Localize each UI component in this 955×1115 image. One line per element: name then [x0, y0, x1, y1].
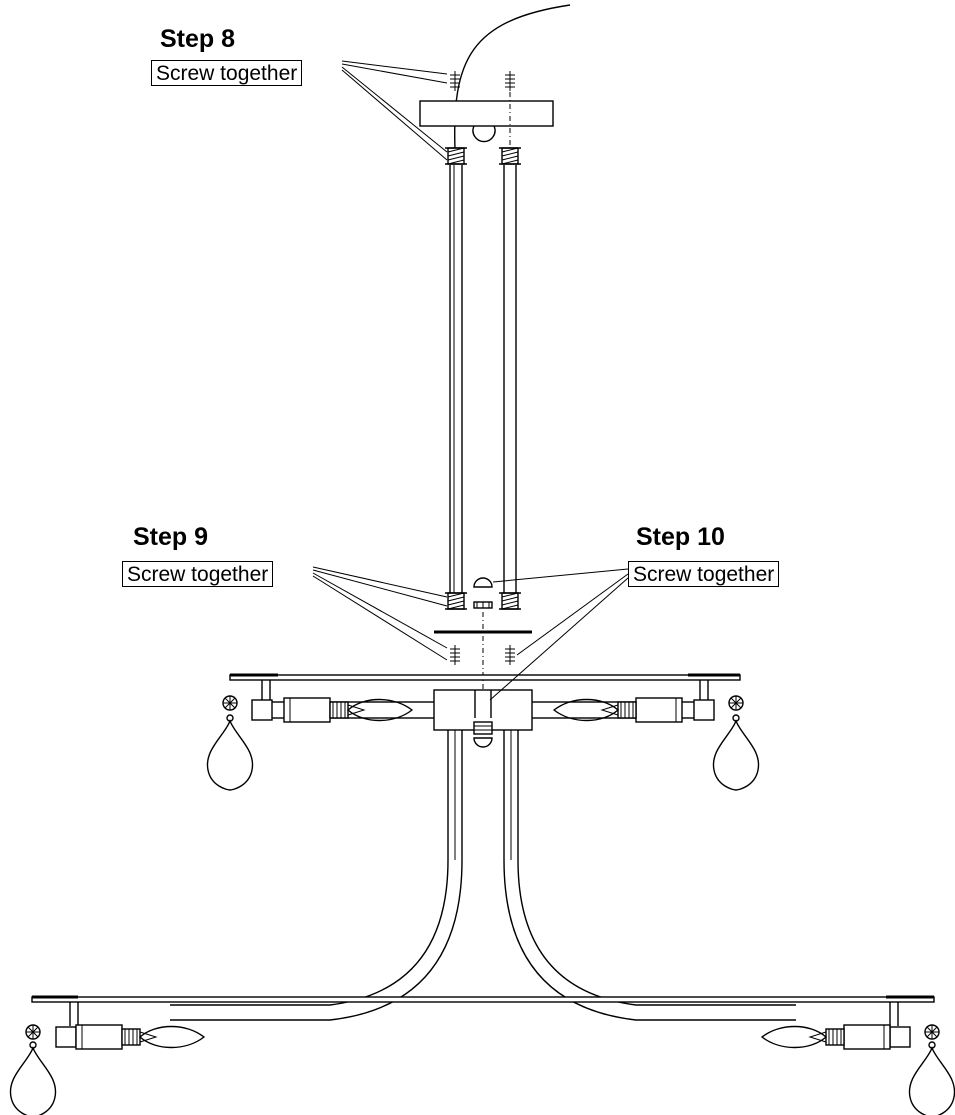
step-10-title: Step 10	[636, 523, 725, 551]
step-9-label: Screw together	[122, 561, 274, 587]
step-8-title: Step 8	[160, 25, 236, 53]
step-8-label: Screw together	[151, 60, 303, 86]
step-9-title: Step 9	[133, 523, 209, 551]
step-10-label: Screw together	[628, 561, 780, 587]
